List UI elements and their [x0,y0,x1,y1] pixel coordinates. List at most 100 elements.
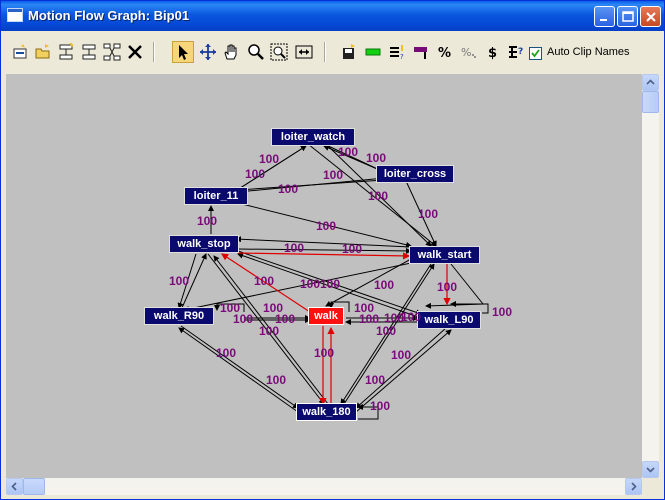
scroll-down-button[interactable] [642,461,659,478]
node-loiter-cross[interactable]: loiter_cross [376,165,454,183]
weight-label[interactable]: 100 [376,324,397,338]
weight-label[interactable]: 100 [266,373,287,387]
dollar-icon: $ [488,46,497,61]
weight-label[interactable]: 100 [233,312,254,326]
chevron-up-icon [646,79,655,85]
weight-label[interactable]: 100 [368,189,389,203]
maximize-button[interactable] [617,6,638,27]
script-info-button[interactable]: ? [505,41,527,63]
node-walk-start[interactable]: walk_start [409,246,480,264]
weight-label[interactable]: 100 [323,168,344,182]
weight-label[interactable]: 100 [275,312,296,326]
weight-label[interactable]: 100 [437,280,458,294]
weight-label[interactable]: 100 [366,151,387,165]
branch-out-button[interactable] [78,41,100,63]
pan-tool-button[interactable] [220,41,242,63]
delete-button[interactable] [124,41,146,63]
edge [323,145,385,173]
weight-label[interactable]: 100 [374,278,395,292]
script-button[interactable]: ? [386,41,408,63]
title-bar[interactable]: Motion Flow Graph: Bip01 [1,1,664,31]
auto-clip-names-label: Auto Clip Names [547,46,630,58]
weight-label[interactable]: 100 [359,312,380,326]
weight-label[interactable]: 100 [492,305,513,319]
chevron-left-icon [11,482,17,491]
node-walk-r90[interactable]: walk_R90 [144,307,214,325]
scroll-left-button[interactable] [6,478,23,495]
load-file-icon [35,44,50,59]
weight-label[interactable]: 100 [384,311,405,325]
weight-label[interactable]: 100 [418,207,439,221]
chevron-right-icon [631,482,637,491]
close-button[interactable] [640,6,661,27]
dollar-button[interactable]: $ [482,41,504,63]
edge [355,329,452,413]
graph-canvas[interactable]: loiter_watch loiter_cross loiter_11 walk… [6,74,642,478]
horizontal-scrollbar[interactable] [6,478,642,495]
node-loiter-watch[interactable]: loiter_watch [271,128,355,146]
vertical-scrollbar[interactable] [642,74,659,478]
scroll-right-button[interactable] [625,478,642,495]
purple-flag-icon [414,47,427,59]
node-loiter-11[interactable]: loiter_11 [184,187,248,205]
toolbar-separator [153,42,155,62]
weight-label[interactable]: 100 [342,242,363,256]
create-transition-button[interactable] [9,41,31,63]
node-walk-l90[interactable]: walk_L90 [417,311,481,329]
weight-label[interactable]: 100 [391,348,412,362]
weight-label[interactable]: 100 [278,182,299,196]
node-walk-selected[interactable]: walk [308,307,344,325]
weight-label[interactable]: 100 [300,277,321,291]
vertical-scroll-thumb[interactable] [642,91,659,113]
weight-label[interactable]: 100 [284,241,305,255]
edge [177,253,197,309]
save-file-button[interactable] [338,41,360,63]
branch-button[interactable] [55,41,77,63]
horizontal-scroll-thumb[interactable] [23,478,45,495]
weight-label[interactable]: 100 [245,167,266,181]
weight-label[interactable]: 100 [169,274,190,288]
weight-label[interactable]: 100 [254,274,275,288]
edge [233,201,412,248]
weight-label[interactable]: 100 [259,324,280,338]
zoom-tool-button[interactable] [245,41,267,63]
weight-label[interactable]: 100 [263,301,284,315]
select-arrow-icon [179,45,188,60]
green-clip-button[interactable] [362,41,384,63]
weight-label[interactable]: 100 [365,373,386,387]
node-walk-180[interactable]: walk_180 [296,403,357,421]
weight-label[interactable]: 100 [320,277,341,291]
select-tool-button[interactable] [172,41,194,63]
fit-width-button[interactable] [293,41,315,63]
toolbar: ? % % $ ? [2,34,663,72]
edge [355,327,447,409]
edge [233,145,307,193]
weight-label[interactable]: 100 [314,346,335,360]
branch-out-icon [82,44,96,60]
auto-clip-names-checkbox[interactable] [529,47,542,60]
purple-flag-button[interactable] [410,41,432,63]
edge [307,143,437,247]
edge [237,247,412,254]
edge [328,301,350,312]
weight-label[interactable]: 100 [216,346,237,360]
scroll-up-button[interactable] [642,74,659,91]
checkmark-icon [531,49,540,58]
weight-label[interactable]: 100 [370,399,391,413]
move-tool-button[interactable] [197,41,219,63]
random-button[interactable]: % [457,41,479,63]
percent-button[interactable]: % [433,41,455,63]
load-file-button[interactable] [32,41,54,63]
weight-label[interactable]: 100 [316,219,337,233]
weight-label[interactable]: 100 [338,145,359,159]
scrollbar-corner [642,478,659,495]
weight-label[interactable]: 100 [197,214,218,228]
weight-label[interactable]: 100 [259,152,280,166]
minimize-button[interactable] [594,6,615,27]
weight-label[interactable]: 100 [401,310,422,324]
layout-button[interactable] [101,41,123,63]
weight-label[interactable]: 100 [220,301,241,315]
node-walk-stop[interactable]: walk_stop [169,235,239,253]
zoom-region-button[interactable] [268,41,290,63]
weight-label[interactable]: 100 [354,301,375,315]
